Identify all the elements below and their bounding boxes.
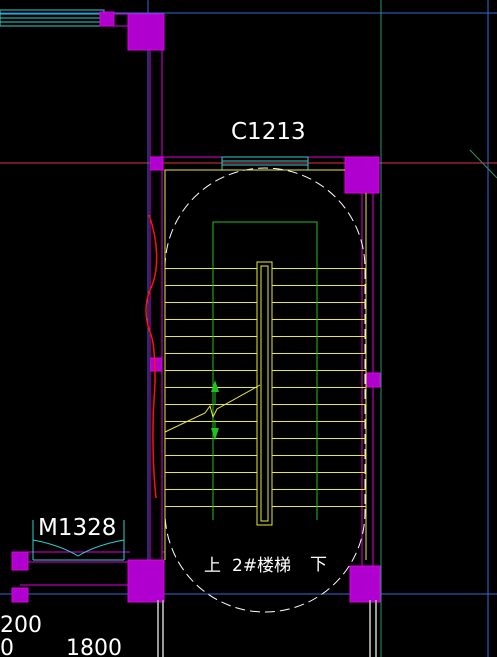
zigzag-break-line-icon	[164, 384, 261, 433]
column-bottom-left	[127, 559, 165, 603]
window-tag-label: C1213	[231, 119, 306, 145]
green-arrow-down-icon	[211, 420, 219, 440]
stair-dashed-outline	[164, 167, 366, 613]
column-top-left	[127, 13, 165, 51]
break-line-stroke	[164, 384, 261, 433]
stair-name-label: 2#楼梯	[232, 556, 291, 576]
handrails	[212, 221, 318, 520]
stair-down-marker: 下	[310, 555, 327, 575]
dimension-partial: 0	[0, 636, 14, 657]
stair-frame	[164, 169, 367, 560]
column-small	[99, 11, 115, 27]
door-tag-label: M1328	[38, 515, 116, 541]
column-door-left	[11, 551, 29, 571]
column-bottom-right	[349, 565, 381, 603]
handrail-left	[212, 221, 318, 520]
stair-up-marker: 上	[204, 556, 221, 576]
grey-edges	[157, 600, 377, 657]
stair-well-outer	[256, 261, 273, 526]
stair-well	[256, 261, 273, 526]
arrow-head	[211, 428, 219, 440]
column-door-left-lower	[11, 587, 29, 603]
axis-diagonal	[469, 149, 497, 179]
door-m1328	[32, 520, 125, 561]
red-revision-curve	[145, 214, 158, 499]
column-left-small	[149, 357, 163, 372]
stair-well-inner	[260, 265, 269, 522]
arrow-head	[211, 380, 219, 392]
walls	[20, 13, 374, 586]
top-left-window	[0, 9, 115, 27]
columns	[11, 13, 381, 603]
green-arrow-up-icon	[211, 380, 219, 405]
dimension-200: 200	[0, 613, 42, 638]
column-right-small	[365, 372, 381, 388]
column-mid-left	[149, 156, 164, 171]
column-top-right	[344, 156, 380, 194]
door-swing-arc	[32, 539, 125, 557]
dimension-1800: 1800	[66, 636, 122, 657]
stair-treads	[165, 268, 366, 507]
